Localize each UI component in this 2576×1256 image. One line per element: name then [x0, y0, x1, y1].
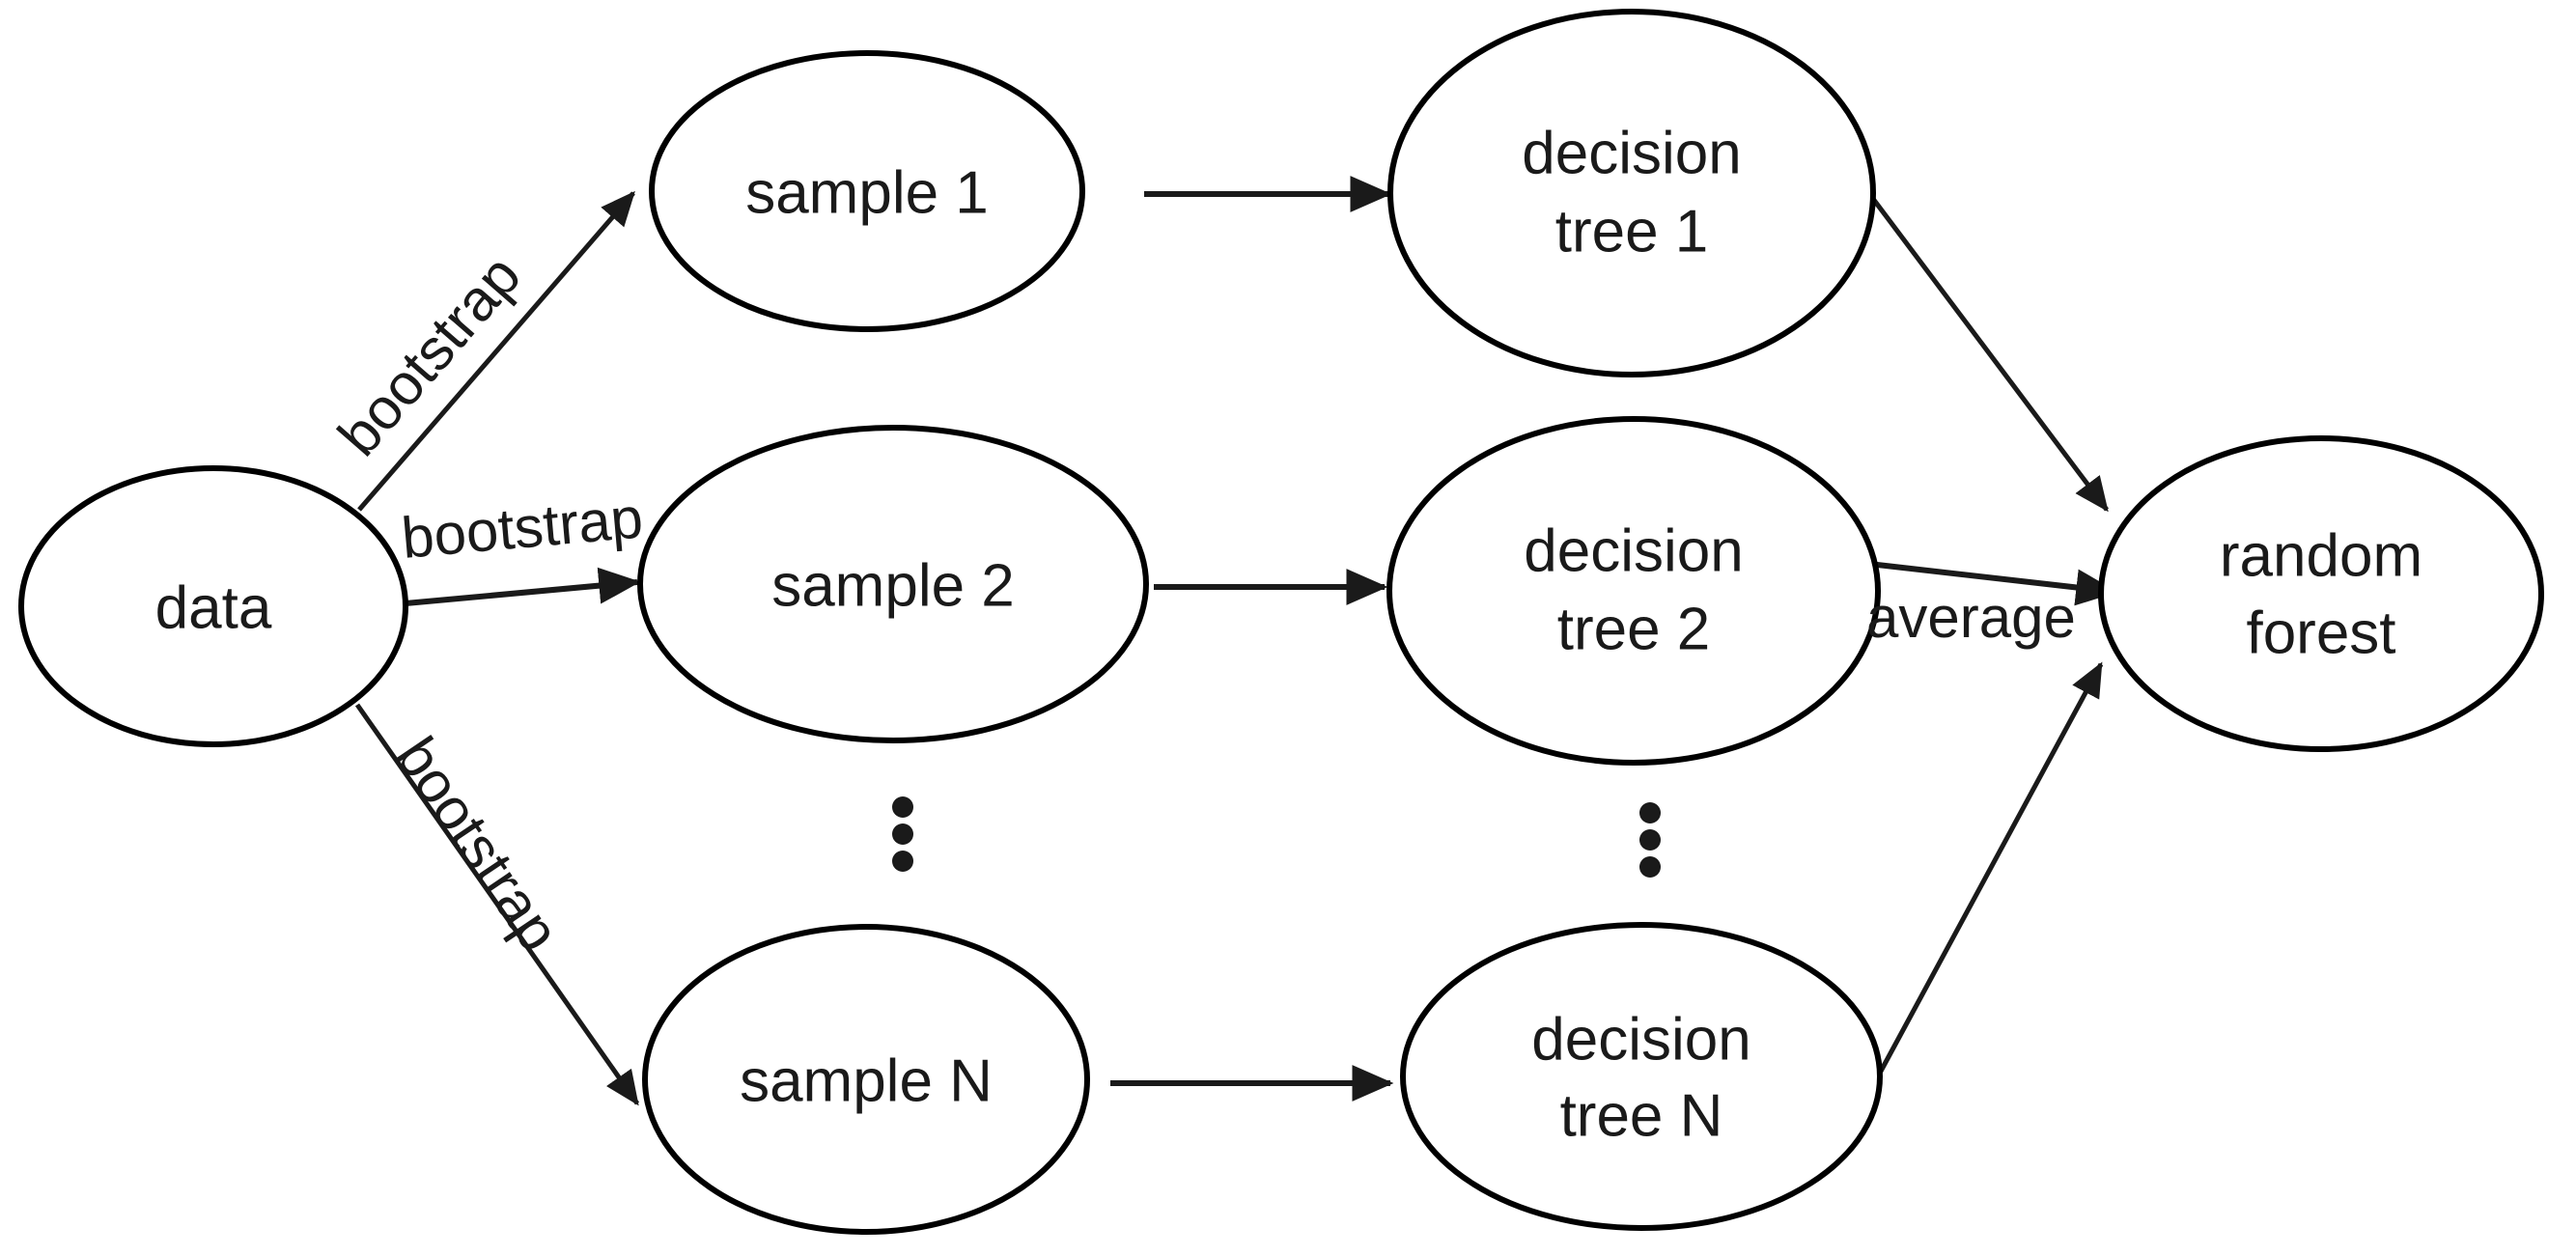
decision-tree-2-label-line1: decision [1524, 517, 1743, 584]
node-sample-1[interactable]: sample 1 [649, 50, 1085, 332]
ellipsis-dot [892, 823, 913, 845]
decision-tree-1-label-line2: tree 1 [1555, 198, 1709, 265]
decision-tree-2-ellipse-shape [1386, 416, 1881, 766]
sample-2-label: sample 2 [771, 552, 1015, 619]
decision-tree-2-label-line2: tree 2 [1557, 596, 1711, 662]
ellipsis-dot [892, 851, 913, 872]
sample-1-label: sample 1 [745, 159, 989, 226]
sample-n-ellipse-shape [642, 924, 1090, 1235]
edge-label-bootstrap-middle: bootstrap [399, 485, 645, 571]
edge-tree-2-to-forest [1851, 559, 2118, 606]
arrow-tree-n-to-forest [1868, 661, 2104, 1091]
edge-data-to-sample-1 [357, 190, 635, 512]
node-decision-tree-n[interactable]: decision tree N [1400, 922, 1883, 1231]
node-random-forest[interactable]: random forest [2098, 435, 2544, 752]
decision-tree-1-ellipse-shape [1387, 9, 1876, 377]
decision-tree-n-ellipse-shape [1400, 922, 1883, 1231]
arrow-data-to-sample-2 [405, 567, 641, 606]
decision-tree-1-label-line1: decision [1522, 120, 1741, 186]
ellipsis-dot [1639, 856, 1661, 878]
arrow-tree-1-to-forest [1860, 181, 2109, 513]
edge-data-to-sample-n [354, 703, 640, 1106]
random-forest-ellipse-shape [2098, 435, 2544, 752]
node-sample-2[interactable]: sample 2 [637, 425, 1149, 743]
edge-data-to-sample-2 [405, 567, 641, 606]
node-decision-tree-1[interactable]: decision tree 1 [1387, 9, 1876, 377]
arrow-tree-2-to-forest [1851, 559, 2118, 606]
sample-2-ellipse-shape [637, 425, 1149, 743]
ellipsis-dot [1639, 829, 1661, 851]
data-label: data [155, 574, 272, 641]
node-decision-tree-2[interactable]: decision tree 2 [1386, 416, 1881, 766]
edge-tree-n-to-forest [1868, 661, 2104, 1091]
data-ellipse-shape [18, 465, 408, 747]
decision-tree-n-label-line1: decision [1531, 1006, 1750, 1073]
sample-n-label: sample N [740, 1047, 993, 1114]
arrow-data-to-sample-1 [357, 190, 635, 512]
arrow-data-to-sample-n [354, 703, 640, 1106]
edge-label-average: average [1866, 585, 2076, 650]
edge-tree-1-to-forest [1860, 181, 2109, 513]
edge-label-bootstrap-top: bootstrap [325, 243, 533, 468]
sample-1-ellipse-shape [649, 50, 1085, 332]
ellipsis-dot [1639, 802, 1661, 823]
ellipsis-trees-column [1639, 802, 1661, 878]
edge-label-bootstrap-bottom: bootstrap [383, 726, 572, 963]
ellipsis-dot [892, 796, 913, 818]
node-sample-n[interactable]: sample N [642, 924, 1090, 1235]
random-forest-label-line2: forest [2246, 600, 2395, 666]
decision-tree-n-label-line2: tree N [1560, 1082, 1723, 1149]
ellipsis-samples-column [892, 796, 913, 872]
node-data[interactable]: data [18, 465, 408, 747]
random-forest-label-line1: random [2220, 522, 2422, 589]
